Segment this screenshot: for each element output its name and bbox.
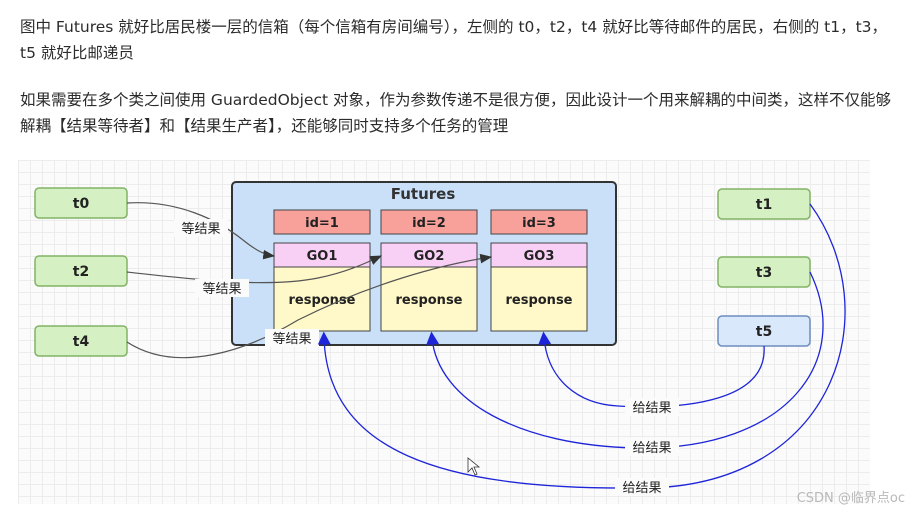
id-label-1: id=1 — [305, 216, 339, 231]
give-label-3: 给结果 — [622, 481, 661, 496]
go-label-2: GO2 — [414, 249, 445, 264]
wait-arrow-t2 — [126, 255, 383, 284]
thread-box-t4 — [34, 325, 128, 357]
wait-label-1: 等结果 — [181, 221, 220, 237]
id-box-2 — [380, 209, 478, 235]
give-arrow-t5 — [538, 331, 765, 408]
response-label-3: response — [505, 293, 572, 308]
thread-label-t0: t0 — [73, 196, 90, 212]
id-label-2: id=2 — [412, 216, 446, 231]
diagram-canvas: Futures id=1 id=2 id=3 GO1 GO2 GO3 respo… — [34, 181, 846, 496]
response-box-2 — [380, 266, 478, 332]
futures-diagram: Futures id=1 id=2 id=3 GO1 GO2 GO3 respo… — [18, 160, 870, 504]
give-label-1: 给结果 — [632, 401, 671, 416]
thread-label-t2: t2 — [73, 264, 89, 280]
thread-label-t1: t1 — [756, 197, 772, 213]
thread-label-t4: t4 — [73, 334, 90, 350]
wait-arrow-t0 — [126, 202, 276, 260]
response-label-1: response — [288, 293, 355, 308]
csdn-watermark: CSDN @临界点oc — [796, 491, 905, 506]
response-label-2: response — [395, 293, 462, 308]
intro-paragraph-1: 图中 Futures 就好比居民楼一层的信箱（每个信箱有房间编号），左侧的 t0… — [20, 18, 888, 62]
give-label-2: 给结果 — [632, 441, 671, 456]
wait-label-bg-2 — [195, 279, 249, 297]
give-label-bg-2 — [625, 438, 679, 456]
wait-label-2: 等结果 — [202, 281, 241, 297]
id-box-1 — [273, 209, 371, 235]
id-label-3: id=3 — [522, 216, 556, 231]
wait-label-bg-1 — [174, 219, 228, 237]
wait-label-3: 等结果 — [272, 331, 311, 347]
id-box-3 — [490, 209, 588, 235]
go-label-3: GO3 — [524, 249, 555, 264]
wait-label-bg-3 — [265, 329, 319, 347]
mouse-cursor-icon — [467, 457, 481, 476]
give-label-bg-1 — [625, 398, 679, 416]
response-box-3 — [490, 266, 588, 332]
go-label-1: GO1 — [307, 249, 338, 264]
thread-box-t2 — [34, 255, 128, 287]
give-label-bg-3 — [615, 478, 669, 496]
wait-arrow-t4 — [126, 253, 493, 359]
thread-label-t3: t3 — [756, 265, 772, 281]
intro-paragraph-2: 如果需要在多个类之间使用 GuardedObject 对象，作为参数传递不是很方… — [20, 91, 891, 135]
thread-label-t5: t5 — [756, 324, 772, 340]
futures-title: Futures — [391, 185, 456, 203]
